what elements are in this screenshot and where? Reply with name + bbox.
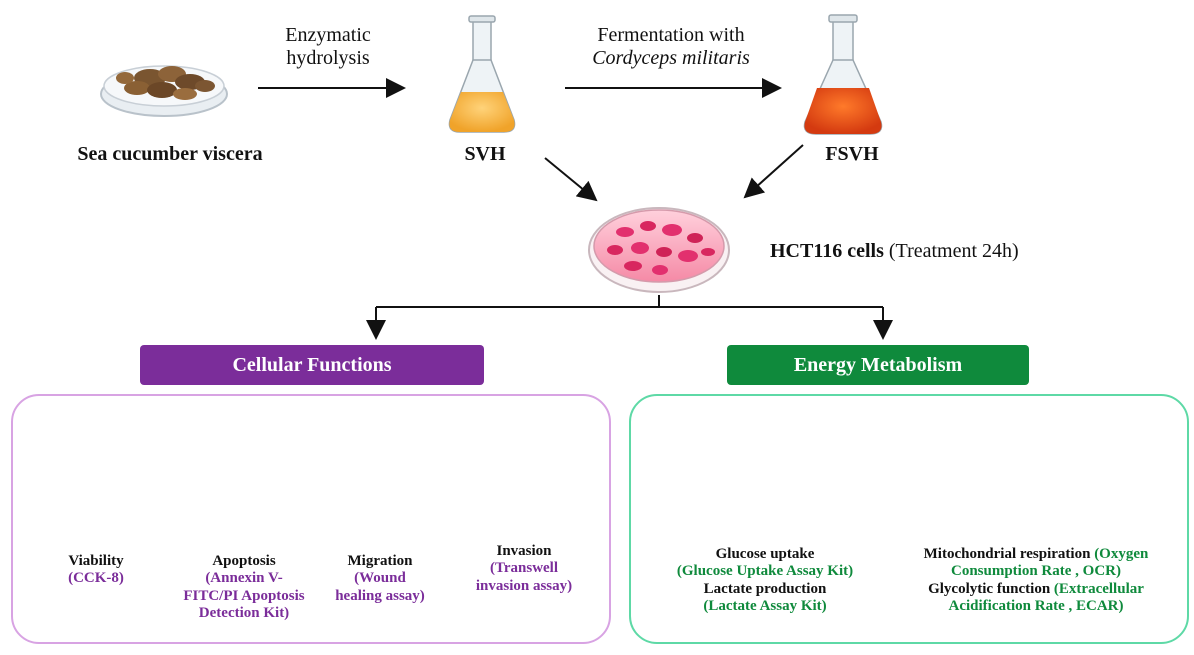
energy-metabolism-panel: [629, 394, 1189, 644]
fsvh-label: FSVH: [825, 143, 879, 165]
glyco-detail: (Extracellular: [1053, 580, 1144, 597]
mito-text: Mitochondrial respiration: [923, 546, 1091, 562]
arrow-svh-to-cells: [544, 157, 598, 202]
invasion-detail-2: invasion assay): [475, 577, 573, 594]
svh-flask-icon: [448, 15, 516, 133]
invasion-label: Invasion (Transwell invasion assay): [456, 543, 592, 595]
viability-name: Viability: [68, 553, 124, 569]
migration-detail-2: healing assay): [335, 587, 425, 604]
fsvh-flask-icon: [803, 14, 883, 135]
apoptosis-label: Apoptosis (Annexin V- FITC/PI Apoptosis …: [174, 553, 314, 622]
treatment-label: (Treatment 24h): [888, 240, 1019, 262]
apoptosis-detail: (Annexin V-: [205, 570, 283, 587]
invasion-name: Invasion: [496, 543, 552, 559]
glucose-kit-text: (Glucose Uptake Assay Kit): [676, 563, 854, 580]
cellular-functions-panel: [11, 394, 611, 644]
apoptosis-detail-3: Detection Kit): [198, 604, 290, 621]
mito-detail: (Oxygen: [1094, 546, 1149, 562]
mito-glyco-label: Mitochondrial respiration (Oxygen Consum…: [890, 546, 1182, 615]
migration-label: Migration (Wound healing assay): [315, 553, 445, 605]
step2-label-line2: Cordyceps militaris: [592, 47, 750, 69]
apoptosis-detail-2: FITC/PI Apoptosis: [183, 587, 305, 604]
glyco-detail-2: Acidification Rate , ECAR): [948, 597, 1124, 614]
migration-detail: (Wound: [354, 570, 406, 587]
step2-label: Fermentation with Cordyceps militaris: [560, 24, 782, 70]
invasion-detail: (Transwell: [489, 560, 559, 577]
glucose-uptake-text: Glucose uptake: [715, 546, 815, 562]
cellular-functions-title: Cellular Functions: [140, 345, 484, 385]
arrow-fsvh-to-cells: [743, 144, 804, 199]
viability-detail: (CCK-8): [68, 570, 124, 587]
glyco-line: Glycolytic function (Extracellular: [890, 581, 1182, 598]
glyco-text: Glycolytic function: [928, 580, 1051, 597]
energy-metabolism-title: Energy Metabolism: [727, 345, 1029, 385]
migration-name: Migration: [347, 553, 413, 569]
glucose-lactate-label: Glucose uptake (Glucose Uptake Assay Kit…: [640, 546, 890, 615]
cell-culture-dish-icon: [588, 207, 730, 293]
sea-cucumber-dish-icon: [100, 65, 228, 117]
step1-label-line1: Enzymatic: [285, 24, 371, 46]
mito-line: Mitochondrial respiration (Oxygen: [890, 546, 1182, 563]
step1-label: Enzymatic hydrolysis: [258, 24, 398, 70]
apoptosis-name: Apoptosis: [212, 553, 276, 569]
lactate-production-text: Lactate production: [703, 580, 827, 597]
step1-label-line2: hydrolysis: [286, 47, 370, 69]
cells-name: HCT116 cells: [770, 240, 884, 262]
viability-label: Viability (CCK-8): [26, 553, 166, 588]
branch-connector: [366, 295, 893, 340]
mito-detail-2: Consumption Rate , OCR): [950, 563, 1121, 580]
cells-label: HCT116 cells (Treatment 24h): [770, 240, 1090, 263]
lactate-kit-text: (Lactate Assay Kit): [703, 597, 827, 614]
step2-label-line1: Fermentation with: [597, 24, 745, 46]
source-label: Sea cucumber viscera: [77, 143, 263, 165]
svh-label: SVH: [464, 143, 506, 165]
